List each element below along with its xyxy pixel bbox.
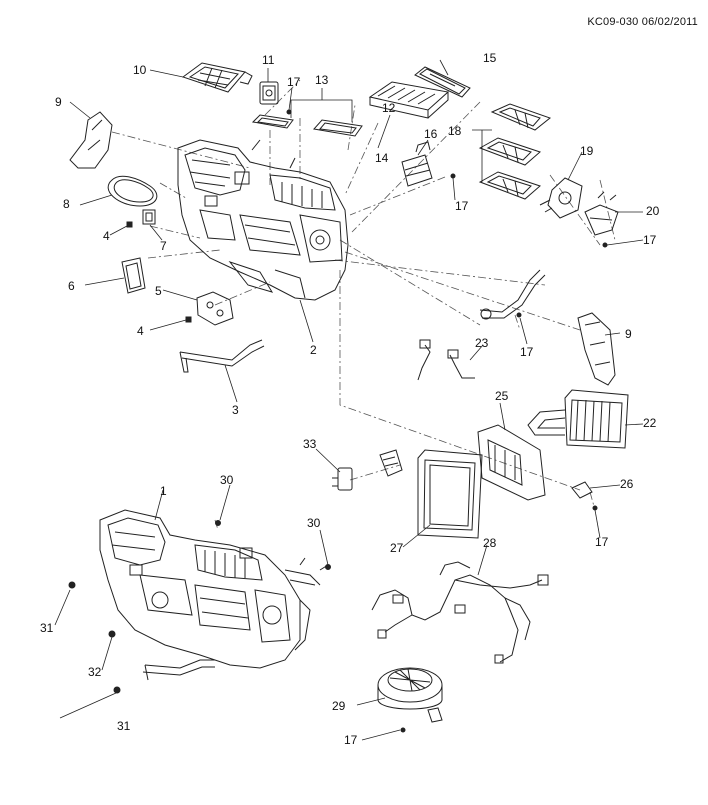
part-13-gaskets <box>251 114 363 137</box>
callout-label: 2 <box>310 343 317 357</box>
callout-label: 17 <box>287 75 301 89</box>
callout-label: 15 <box>483 51 497 65</box>
callout-label: 30 <box>307 516 321 530</box>
callout-label: 33 <box>303 437 317 451</box>
document-code: KC09-030 06/02/2011 <box>587 16 698 28</box>
part-22-heater-core <box>527 389 629 449</box>
callout-label: 17 <box>455 199 469 213</box>
part-20-linkage <box>584 191 619 236</box>
callout-label: 28 <box>483 536 497 550</box>
part-25-case-half <box>477 424 546 501</box>
callout-label: 22 <box>643 416 657 430</box>
leader-lines <box>54 59 644 741</box>
callout-label: 17 <box>520 345 534 359</box>
part-5-bracket <box>196 291 234 326</box>
part-4-fasteners <box>126 221 192 323</box>
part-3-drain-hose <box>179 339 265 373</box>
part-29-blower-motor <box>377 667 443 723</box>
part-9-duct-upper <box>69 111 113 169</box>
part-27-evaporator <box>417 449 483 539</box>
callout-label: 9 <box>625 327 632 341</box>
part-26-sensor <box>571 481 593 499</box>
part-10-filter-door <box>181 62 253 93</box>
part-23-wiring <box>417 339 475 381</box>
callout-label: 7 <box>160 239 167 253</box>
callout-label: 5 <box>155 284 162 298</box>
callout-label: 8 <box>63 197 70 211</box>
part-8-seal <box>107 175 158 207</box>
callout-label: 32 <box>88 665 102 679</box>
callout-label: 19 <box>580 144 594 158</box>
callout-label: 29 <box>332 699 346 713</box>
callout-label: 17 <box>344 733 358 747</box>
callout-label: 10 <box>133 63 147 77</box>
callout-label: 9 <box>55 95 62 109</box>
callout-label: 14 <box>375 151 389 165</box>
part-7-clip <box>142 209 156 225</box>
callout-label: 30 <box>220 473 234 487</box>
part-hose-mid <box>479 269 546 320</box>
part-16-resistor <box>401 141 433 187</box>
callout-label: 18 <box>448 124 462 138</box>
callout-label: 13 <box>315 73 329 87</box>
part-14-cabin-filter <box>368 81 450 119</box>
assembly-guide-lines <box>111 79 616 531</box>
part-2-hvac-module <box>177 139 349 301</box>
callout-label: 17 <box>595 535 609 549</box>
callout-label: 3 <box>232 403 239 417</box>
callout-label: 20 <box>646 204 660 218</box>
callout-label: 11 <box>262 53 275 67</box>
part-1-hvac-assembly <box>99 509 329 681</box>
callout-label: 17 <box>643 233 657 247</box>
callout-label: 1 <box>160 484 167 498</box>
part-9-duct-lower <box>577 312 616 386</box>
callout-label: 25 <box>495 389 509 403</box>
part-19-actuator-motor <box>539 177 583 219</box>
fasteners-misc <box>68 109 608 733</box>
callout-label: 4 <box>137 324 144 338</box>
callout-label: 31 <box>117 719 131 733</box>
part-28-wiring-harness <box>371 561 549 664</box>
callout-label: 4 <box>103 229 110 243</box>
callout-label: 26 <box>620 477 634 491</box>
part-6-grommet <box>121 257 146 294</box>
part-33-valve <box>332 449 403 491</box>
part-18-actuators <box>478 103 552 200</box>
part-11-actuator <box>259 81 279 105</box>
callout-label: 31 <box>40 621 54 635</box>
callout-label: 23 <box>475 336 489 350</box>
callout-label: 16 <box>424 127 438 141</box>
callout-labels: 1 2 3 4 4 5 6 7 8 9 9 10 11 12 13 14 15 … <box>40 51 660 747</box>
callout-label: 27 <box>390 541 404 555</box>
part-15-filter-housing <box>414 66 471 98</box>
callout-label: 6 <box>68 279 75 293</box>
callout-label: 12 <box>382 101 396 115</box>
